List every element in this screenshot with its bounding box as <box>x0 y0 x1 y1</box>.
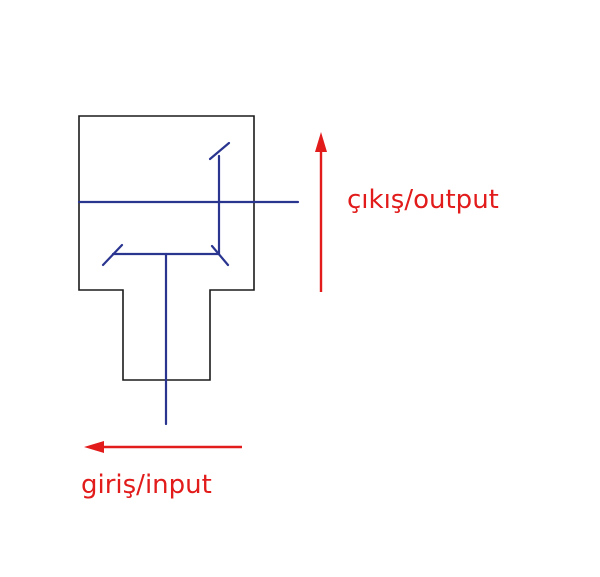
output-label: çıkış/output <box>347 185 499 215</box>
upper-gear-tooth <box>208 141 231 161</box>
input-arrow <box>84 441 242 453</box>
lower-right-gear-tooth <box>210 244 230 267</box>
output-arrow <box>315 132 327 292</box>
left-gear-tooth <box>101 243 124 267</box>
gearbox-housing <box>78 115 255 381</box>
input-label: giriş/input <box>81 470 212 500</box>
